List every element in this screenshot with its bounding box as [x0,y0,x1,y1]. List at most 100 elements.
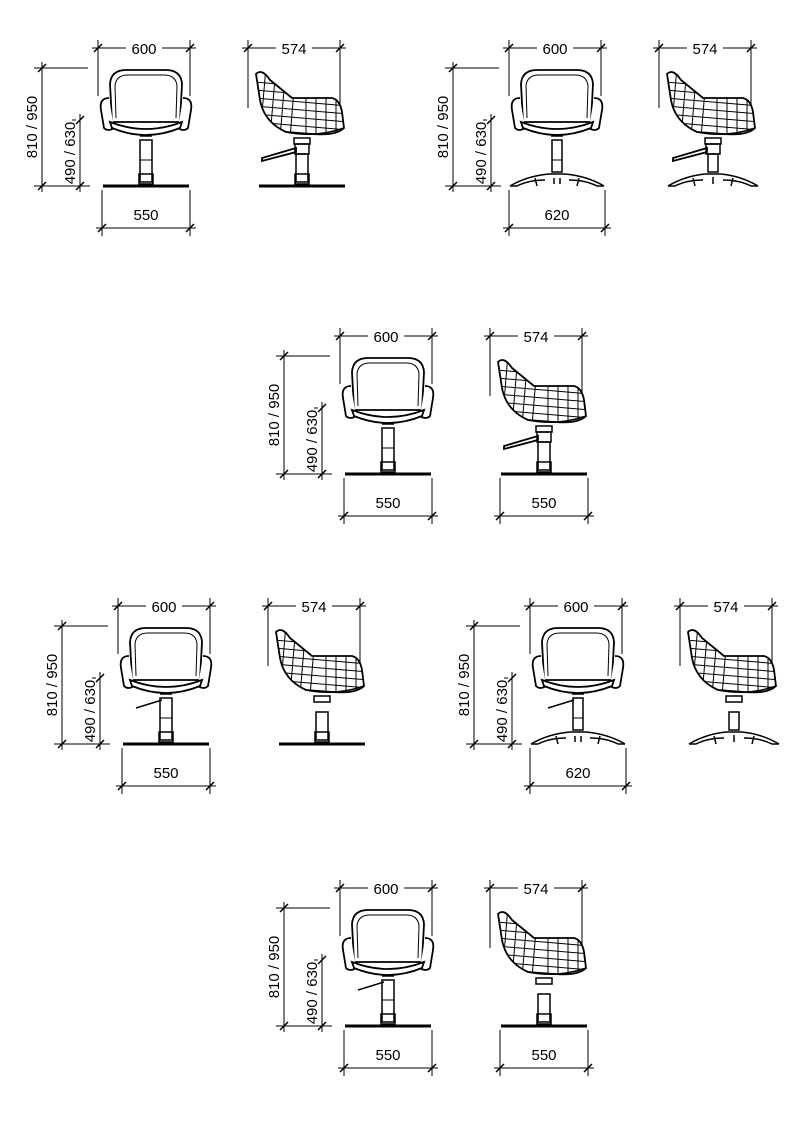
dimension-label: 600 [563,599,588,616]
dimension-tick [279,903,289,913]
dimension-label: 810 / 950 [266,936,283,999]
dimension-tick [621,781,631,791]
dimension-tick [317,403,327,413]
column-foot [294,173,310,185]
dimension-label: 810 / 950 [266,384,283,447]
quilt-line [667,105,755,115]
star-leg [751,735,755,745]
hydraulic-column [295,153,309,183]
quilt-line [667,97,755,107]
quilt-line [498,953,586,963]
base-width-dimension: 620 [524,748,632,794]
dimension-label: 550 [375,1047,400,1064]
dimension-tick [600,223,610,233]
seat-height-dimension: 490 / 630 [304,402,327,480]
column-foot [314,731,330,743]
depth-dimension: 574 [484,326,588,396]
star-leg [568,179,604,187]
chair-seat [108,120,184,136]
backrest-inner-line [356,914,420,959]
chair-seat [540,678,616,694]
column-foot [380,1013,396,1025]
seat-mount [725,695,743,703]
front-view-chair [509,69,605,187]
dimension-label: 550 [531,495,556,512]
front-view-chair [341,909,435,1028]
star-leg [722,179,758,187]
dimension-label: 810 / 950 [456,654,473,717]
star-leg [668,179,704,187]
dimension-tick [767,601,777,611]
dimension-label: 490 / 630 [304,962,321,1025]
seat-mount [293,137,311,145]
dimension-tick [495,511,505,521]
dimension-label: 600 [151,599,176,616]
height-lever [135,699,163,709]
side-base-dimension: 550 [494,1030,594,1076]
base-width-dimension: 620 [503,190,611,236]
hydraulic-column [381,427,395,471]
chair-backrest [520,69,594,123]
seat-underside [696,127,756,135]
star-leg [510,179,546,187]
quilt-line [667,113,755,123]
chair-seat [519,120,595,136]
chair-backrest [109,69,183,123]
seat-underside [527,415,587,423]
dimension-tick [427,331,437,341]
height-lever [357,981,385,991]
dimension-label: 550 [531,1047,556,1064]
seat-mount [535,425,553,433]
dimension-tick [339,1063,349,1073]
seat-height-dimension: 490 / 630 [473,114,496,192]
base-width-dimension: 550 [338,478,438,524]
backrest-inner-line [356,362,420,407]
dimension-label: 574 [713,599,738,616]
column-foot [138,173,154,185]
quilt-line [498,401,586,411]
chair-seat [350,408,426,424]
star-base-top [509,173,605,187]
dimension-tick [617,601,627,611]
side-view-chair [275,629,365,746]
dimension-tick [448,63,458,73]
star-base-top [530,731,626,745]
dimension-label: 620 [544,207,569,224]
dimension-tick [205,601,215,611]
hydraulic-column [537,441,551,471]
dimension-tick [504,223,514,233]
hydraulic-column [551,139,563,173]
quilt-line [256,105,344,115]
chair-backrest [541,627,615,681]
dimension-tick [355,601,365,611]
dimension-label: 574 [523,881,548,898]
dimension-tick [495,1063,505,1073]
dimension-tick [486,115,496,125]
star-leg [692,177,696,187]
dimension-tick [97,223,107,233]
dimension-tick [205,781,215,791]
side-view-chair [687,629,780,745]
depth-dimension: 574 [674,596,778,666]
seat-height-dimension: 490 / 630 [62,114,85,192]
chair-seat [350,960,426,976]
base-width-dimension: 550 [338,1030,438,1076]
dimension-label: 550 [153,765,178,782]
total-height-dimension: 810 / 950 [435,62,499,192]
hydraulic-column [159,697,173,741]
front-view-chair [530,627,626,745]
dimension-label: 810 / 950 [435,96,452,159]
dimension-tick [185,223,195,233]
dimension-tick [654,43,664,53]
dimension-label: 574 [281,41,306,58]
base-width-dimension: 550 [96,190,196,236]
lever-housing [536,431,552,443]
dimension-tick [469,621,479,631]
lever-housing [294,143,310,155]
dimension-tick [37,63,47,73]
backrest-inner-line [134,632,198,677]
quilt-line [498,393,586,403]
